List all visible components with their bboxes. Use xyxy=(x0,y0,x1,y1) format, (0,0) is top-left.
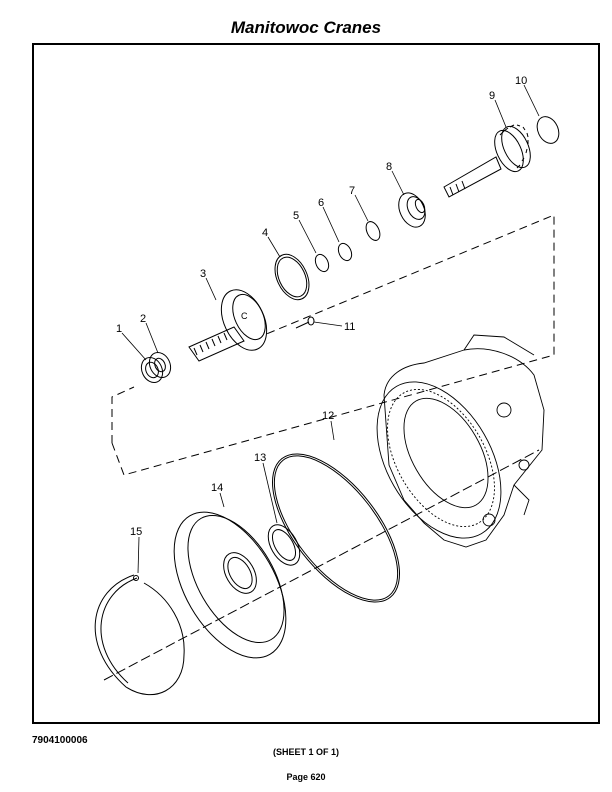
svg-text:C: C xyxy=(241,311,248,321)
callout-3: 3 xyxy=(200,268,206,280)
assembly-dashed-outline xyxy=(111,214,555,476)
center-axis-line xyxy=(103,449,540,681)
callout-8: 8 xyxy=(386,161,392,173)
callout-14: 14 xyxy=(211,482,223,494)
part-7-ring xyxy=(365,221,381,241)
callout-10: 10 xyxy=(515,75,527,87)
gearbox-housing xyxy=(376,334,545,548)
part-13-seal xyxy=(267,524,301,566)
callout-12: 12 xyxy=(322,410,334,422)
part-5-ring xyxy=(314,253,330,273)
callout-7: 7 xyxy=(349,185,355,197)
exploded-parts-diagram: C xyxy=(32,43,600,724)
callout-13: 13 xyxy=(254,452,266,464)
sheet-indicator: (SHEET 1 OF 1) xyxy=(272,747,339,757)
part-15-retaining-ring xyxy=(94,574,185,696)
page-title: Manitowoc Cranes xyxy=(230,18,382,37)
part-10-snap-ring xyxy=(536,116,560,144)
part-2-bearing xyxy=(148,351,172,379)
callout-15: 15 xyxy=(130,526,142,538)
callout-5: 5 xyxy=(293,210,299,222)
part-11-bolt xyxy=(295,316,315,329)
part-12-o-ring xyxy=(272,453,400,603)
callout-2: 2 xyxy=(140,313,146,325)
part-9-gear-shaft xyxy=(443,124,531,198)
part-4-snap-ring xyxy=(274,253,310,301)
callout-leader-lines xyxy=(121,84,540,574)
part-8-bearing xyxy=(398,192,426,228)
callout-11: 11 xyxy=(344,321,355,333)
part-1-bearing-cup xyxy=(140,356,164,384)
part-3-output-shaft: C xyxy=(188,289,268,362)
callout-1: 1 xyxy=(116,323,122,335)
callout-4: 4 xyxy=(262,227,268,239)
page-number: Page 620 xyxy=(286,772,326,782)
callout-labels: 1 2 3 4 5 6 7 8 9 10 11 12 13 14 15 xyxy=(116,75,527,538)
part-6-ring xyxy=(337,242,353,262)
part-14-cover xyxy=(173,511,287,659)
callout-6: 6 xyxy=(318,197,324,209)
callout-9: 9 xyxy=(489,90,495,102)
document-number: 7904100006 xyxy=(32,735,88,746)
